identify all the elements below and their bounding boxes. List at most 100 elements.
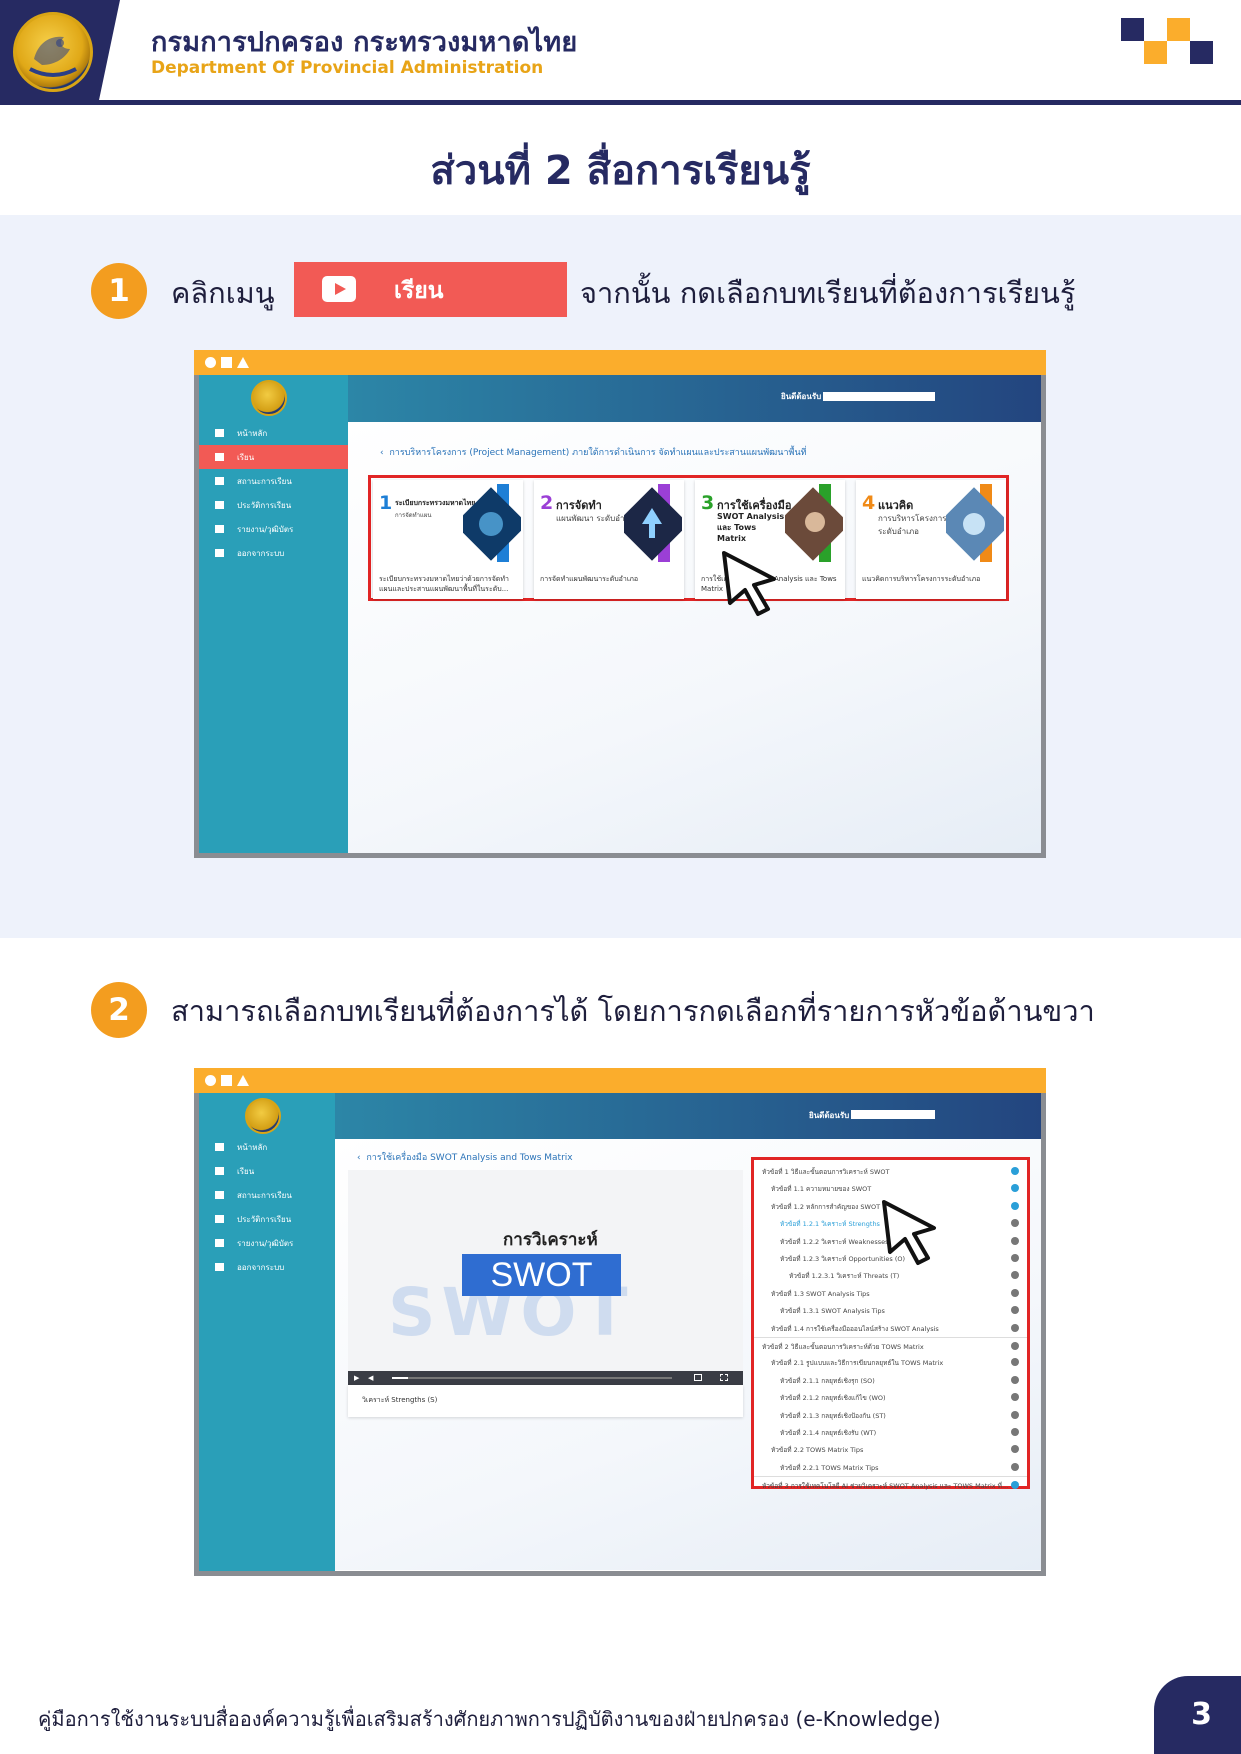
toc-item[interactable]: หัวข้อที่ 1.2.3 วิเคราะห์ Opportunities … bbox=[754, 1250, 1027, 1267]
app-seal-logo bbox=[251, 380, 287, 416]
check-pending-icon bbox=[1011, 1306, 1019, 1315]
app-main-content: ‹ การบริหารโครงการ (Project Management) … bbox=[348, 422, 1041, 853]
video-caption-box: วิเคราะห์ Strengths (S) bbox=[348, 1385, 743, 1417]
toc-item[interactable]: หัวข้อที่ 2.1.4 กลยุทธ์เชิงรับ (WT) bbox=[754, 1424, 1027, 1441]
app-header-bar: ยินดีต้อนรับ , bbox=[335, 1093, 1041, 1139]
lesson-cards-highlight bbox=[368, 475, 1009, 601]
username-redacted bbox=[851, 1110, 935, 1119]
lesson-card-4[interactable]: 4 แนวคิด การบริหารโครงการ ระดับอำเภอ แนว… bbox=[856, 480, 1006, 599]
toc-item[interactable]: หัวข้อที่ 1.2.1 วิเคราะห์ Strengths bbox=[754, 1215, 1027, 1232]
nav-home[interactable]: หน้าหลัก bbox=[199, 421, 348, 445]
org-name-thai: กรมการปกครอง กระทรวงมหาดไทย bbox=[151, 27, 578, 58]
video-progress-played bbox=[392, 1377, 408, 1379]
mouse-cursor-icon bbox=[882, 1200, 936, 1265]
step-2-badge: 2 bbox=[91, 982, 147, 1038]
volume-icon[interactable]: ◀ bbox=[368, 1374, 374, 1382]
toc-item[interactable]: หัวข้อที่ 2.1.2 กลยุทธ์เชิงแก้ไข (WO) bbox=[754, 1389, 1027, 1406]
mouse-cursor-icon bbox=[722, 551, 776, 616]
nav-history[interactable]: ประวัติการเรียน bbox=[199, 1207, 335, 1231]
learn-menu-button-sample: เรียน bbox=[294, 262, 567, 317]
video-progress-track[interactable] bbox=[392, 1377, 672, 1379]
nav-learn[interactable]: เรียน bbox=[199, 445, 348, 469]
toc-item[interactable]: หัวข้อที่ 2.2 TOWS Matrix Tips bbox=[754, 1441, 1027, 1458]
video-title: SWOT bbox=[462, 1254, 621, 1296]
history-icon bbox=[215, 501, 224, 509]
toc-item[interactable]: หัวข้อที่ 1.4 การใช้เครื่องมือออนไลน์สร้… bbox=[754, 1320, 1027, 1337]
check-pending-icon bbox=[1011, 1462, 1019, 1471]
department-seal-logo bbox=[13, 12, 93, 92]
nav-status[interactable]: สถานะการเรียน bbox=[199, 469, 348, 493]
window-square-icon bbox=[221, 357, 232, 368]
welcome-text: ยินดีต้อนรับ , bbox=[781, 392, 828, 401]
breadcrumb[interactable]: ‹ การใช้เครื่องมือ SWOT Analysis and Tow… bbox=[357, 1153, 573, 1163]
video-player[interactable]: SWOT การวิเคราะห์ SWOT ▶ ◀ bbox=[348, 1170, 743, 1385]
bar-chart-icon bbox=[215, 1239, 224, 1247]
nav-report[interactable]: รายงาน/วุฒิบัตร bbox=[199, 517, 348, 541]
logout-icon bbox=[215, 549, 224, 557]
window-dot-icon bbox=[205, 357, 216, 368]
toc-item[interactable]: หัวข้อที่ 1.1 ความหมายของ SWOT bbox=[754, 1180, 1027, 1197]
check-pending-icon bbox=[1011, 1410, 1019, 1419]
check-pending-icon bbox=[1011, 1393, 1019, 1402]
breadcrumb[interactable]: ‹ การบริหารโครงการ (Project Management) … bbox=[380, 448, 807, 458]
toc-item[interactable]: หัวข้อที่ 2.2.1 TOWS Matrix Tips bbox=[754, 1459, 1027, 1476]
toc-item[interactable]: หัวข้อที่ 2 วิธีและขั้นตอนการวิเคราะห์ด้… bbox=[754, 1337, 1027, 1354]
play-icon bbox=[215, 1167, 224, 1175]
lesson-1-thumbnail bbox=[463, 484, 521, 562]
id-card-icon bbox=[215, 477, 224, 485]
check-pending-icon bbox=[1011, 1342, 1019, 1350]
bar-chart-icon bbox=[215, 525, 224, 533]
check-pending-icon bbox=[1011, 1428, 1019, 1436]
step-2-text: สามารถเลือกบทเรียนที่ต้องการได้ โดยการกด… bbox=[171, 994, 1095, 1028]
nav-status[interactable]: สถานะการเรียน bbox=[199, 1183, 335, 1207]
app-seal-logo bbox=[245, 1098, 281, 1134]
nav-report[interactable]: รายงาน/วุฒิบัตร bbox=[199, 1231, 335, 1255]
page-title: ส่วนที่ 2 สื่อการเรียนรู้ bbox=[430, 148, 811, 194]
toc-item[interactable]: หัวข้อที่ 3 การใช้เทคโนโลยี AI ช่วยวิเคร… bbox=[754, 1476, 1027, 1493]
lesson-card-2[interactable]: 2 การจัดทำ แผนพัฒนา ระดับอำเภอ การจัดทำแ… bbox=[534, 480, 684, 599]
toc-item[interactable]: หัวข้อที่ 1.2 หลักการสำคัญของ SWOT bbox=[754, 1198, 1027, 1215]
check-complete-icon bbox=[1011, 1201, 1019, 1210]
toc-item[interactable]: หัวข้อที่ 1.3.1 SWOT Analysis Tips bbox=[754, 1302, 1027, 1319]
check-pending-icon bbox=[1011, 1271, 1019, 1280]
toc-item[interactable]: หัวข้อที่ 1.2.2 วิเคราะห์ Weaknesses bbox=[754, 1233, 1027, 1250]
play-icon[interactable]: ▶ bbox=[354, 1374, 360, 1382]
check-pending-icon bbox=[1011, 1358, 1019, 1367]
video-controls[interactable]: ▶ ◀ bbox=[348, 1371, 743, 1385]
app-sidebar: หน้าหลัก เรียน สถานะการเรียน ประวัติการเ… bbox=[199, 375, 348, 853]
play-icon bbox=[322, 276, 356, 302]
toc-item[interactable]: หัวข้อที่ 2.1.1 กลยุทธ์เชิงรุก (SO) bbox=[754, 1372, 1027, 1389]
check-pending-icon bbox=[1011, 1254, 1019, 1262]
window-triangle-icon bbox=[237, 357, 249, 368]
decorative-squares-icon bbox=[1121, 18, 1213, 64]
footer-text: คู่มือการใช้งานระบบสื่อองค์ความรู้เพื่อเ… bbox=[38, 1707, 941, 1731]
page-number: 3 bbox=[1154, 1676, 1241, 1754]
nav-history[interactable]: ประวัติการเรียน bbox=[199, 493, 348, 517]
step-1-text-before: คลิกเมนู bbox=[171, 276, 275, 310]
nav-home[interactable]: หน้าหลัก bbox=[199, 1135, 335, 1159]
video-heading: การวิเคราะห์ bbox=[503, 1230, 598, 1250]
nav-logout[interactable]: ออกจากระบบ bbox=[199, 541, 348, 565]
check-pending-icon bbox=[1011, 1288, 1019, 1297]
screenshot-lesson-list: หน้าหลัก เรียน สถานะการเรียน ประวัติการเ… bbox=[194, 350, 1046, 858]
toc-item[interactable]: หัวข้อที่ 2.1.3 กลยุทธ์เชิงป้องกัน (ST) bbox=[754, 1407, 1027, 1424]
fullscreen-icon[interactable] bbox=[720, 1374, 728, 1381]
lesson-card-1[interactable]: 1 ระเบียบกระทรวงมหาดไทย การจัดทำแผน ระเบ… bbox=[373, 480, 523, 599]
check-complete-icon bbox=[1011, 1184, 1019, 1193]
nav-logout[interactable]: ออกจากระบบ bbox=[199, 1255, 335, 1279]
toc-item[interactable]: หัวข้อที่ 1.2.3.1 วิเคราะห์ Threats (T) bbox=[754, 1267, 1027, 1284]
video-caption: วิเคราะห์ Strengths (S) bbox=[362, 1396, 438, 1404]
toc-item[interactable]: หัวข้อที่ 1.3 SWOT Analysis Tips bbox=[754, 1285, 1027, 1302]
step-1-text-after: จากนั้น กดเลือกบทเรียนที่ต้องการเรียนรู้ bbox=[580, 276, 1076, 310]
home-icon bbox=[215, 429, 224, 437]
org-name-english: Department Of Provincial Administration bbox=[151, 58, 544, 78]
learn-menu-label: เรียน bbox=[394, 278, 444, 304]
picture-in-picture-icon[interactable] bbox=[694, 1374, 702, 1381]
window-triangle-icon bbox=[237, 1075, 249, 1086]
browser-titlebar bbox=[194, 350, 1046, 375]
check-pending-icon bbox=[1011, 1219, 1019, 1228]
toc-item[interactable]: หัวข้อที่ 1 วิธีและขั้นตอนการวิเคราะห์ S… bbox=[754, 1163, 1027, 1180]
nav-learn[interactable]: เรียน bbox=[199, 1159, 335, 1183]
lesson-4-thumbnail bbox=[946, 484, 1004, 562]
toc-item[interactable]: หัวข้อที่ 2.1 รูปแบบและวิธีการเขียนกลยุท… bbox=[754, 1354, 1027, 1371]
